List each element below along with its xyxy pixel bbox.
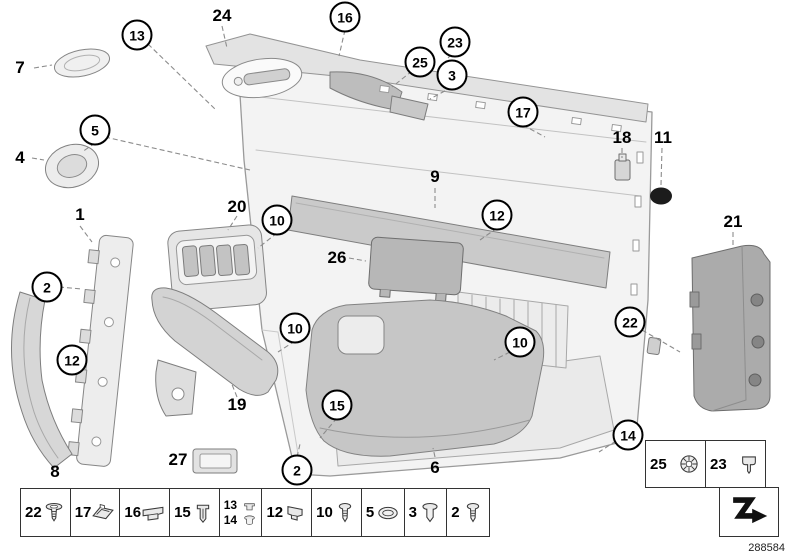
- legend-label-5: 5: [365, 504, 375, 521]
- legend-cell-23[interactable]: 23: [705, 441, 765, 487]
- callout-14[interactable]: 14: [612, 419, 644, 451]
- diagram-number: 288584: [748, 542, 785, 554]
- callout-27[interactable]: 27: [168, 450, 188, 469]
- callout-25[interactable]: 25: [404, 46, 436, 78]
- callout-18[interactable]: 18: [612, 128, 632, 147]
- callout-3[interactable]: 3: [436, 59, 468, 91]
- callout-26[interactable]: 26: [327, 248, 347, 267]
- rivet-expand-icon: [191, 501, 215, 525]
- callout-21[interactable]: 21: [723, 212, 743, 231]
- grommet-b-icon: [242, 513, 257, 528]
- callout-22[interactable]: 22: [614, 306, 646, 338]
- legend-label-14: 14: [223, 513, 238, 527]
- carrier-rail: [67, 234, 134, 467]
- legend-label-2: 2: [451, 504, 460, 521]
- legend-cell-10[interactable]: 10: [311, 489, 361, 536]
- screw-icon: [333, 501, 357, 525]
- callout-2[interactable]: 2: [31, 271, 63, 303]
- cover-cap: [53, 48, 111, 78]
- callout-10[interactable]: 10: [261, 204, 293, 236]
- leader-lines: [31, 25, 734, 458]
- callout-23[interactable]: 23: [439, 26, 471, 58]
- legend-cell-3[interactable]: 3: [403, 489, 447, 536]
- clip-c-icon: [283, 501, 307, 525]
- legend-cell-22[interactable]: 22: [21, 489, 70, 536]
- switch-panel: [167, 224, 267, 312]
- legend-cell-25[interactable]: 25: [646, 441, 705, 487]
- side-bracket: [691, 244, 771, 412]
- screw-flange-icon: [42, 501, 66, 525]
- callout-11[interactable]: 11: [654, 128, 672, 147]
- direction-arrow-icon: [726, 491, 772, 534]
- legend-cell-15[interactable]: 15: [169, 489, 219, 536]
- callout-13[interactable]: 13: [121, 19, 153, 51]
- module-box: [368, 236, 464, 302]
- callout-7[interactable]: 7: [15, 58, 25, 77]
- callout-9[interactable]: 9: [430, 167, 440, 186]
- legend-label-17: 17: [74, 504, 92, 521]
- spring-clip-icon: [737, 452, 761, 476]
- legend-label-22: 22: [25, 504, 42, 521]
- rivet-icon: [418, 501, 442, 525]
- legend-cell-12[interactable]: 12: [261, 489, 311, 536]
- legend-label-25: 25: [650, 455, 667, 473]
- star-washer-icon: [677, 452, 701, 476]
- callout-12[interactable]: 12: [56, 344, 88, 376]
- legend-cell-16[interactable]: 16: [119, 489, 169, 536]
- callout-15[interactable]: 15: [321, 389, 353, 421]
- legend-label-15: 15: [174, 504, 191, 521]
- clip-b-icon: [141, 501, 165, 525]
- callout-2[interactable]: 2: [281, 454, 313, 486]
- tweeter-speaker: [45, 143, 99, 189]
- door-handle: [221, 57, 303, 99]
- legend-label-10: 10: [316, 504, 333, 521]
- callout-1[interactable]: 1: [75, 205, 85, 224]
- grommet-a-icon: [242, 498, 257, 513]
- callout-6[interactable]: 6: [430, 458, 440, 477]
- legend-label-23: 23: [710, 455, 727, 473]
- legend-label-3: 3: [408, 504, 417, 521]
- callout-19[interactable]: 19: [227, 395, 247, 414]
- legend-label-13: 13: [223, 498, 238, 512]
- callout-10[interactable]: 10: [279, 312, 311, 344]
- callout-12[interactable]: 12: [481, 199, 513, 231]
- legend-cell-2[interactable]: 2: [446, 489, 489, 536]
- pull-handle: [151, 287, 279, 396]
- legend-cell-5[interactable]: 5: [360, 489, 404, 536]
- screw-icon: [461, 501, 485, 525]
- black-grommet: [650, 187, 672, 205]
- legend-cell-17[interactable]: 17: [69, 489, 120, 536]
- callout-5[interactable]: 5: [79, 114, 111, 146]
- callout-4[interactable]: 4: [15, 148, 25, 167]
- callout-8[interactable]: 8: [50, 462, 60, 481]
- fastener-side-box: 25 23: [645, 440, 766, 488]
- callout-17[interactable]: 17: [507, 96, 539, 128]
- legend-label-12: 12: [266, 504, 284, 521]
- oval-cap-icon: [376, 501, 400, 525]
- callout-16[interactable]: 16: [329, 1, 361, 33]
- callout-24[interactable]: 24: [212, 6, 232, 25]
- legend-label-16: 16: [124, 504, 142, 521]
- callout-10[interactable]: 10: [504, 326, 536, 358]
- clip-a-icon: [91, 501, 115, 525]
- callout-20[interactable]: 20: [227, 197, 247, 216]
- trim-strip: [11, 291, 73, 469]
- continuation-arrow-box: [719, 487, 779, 537]
